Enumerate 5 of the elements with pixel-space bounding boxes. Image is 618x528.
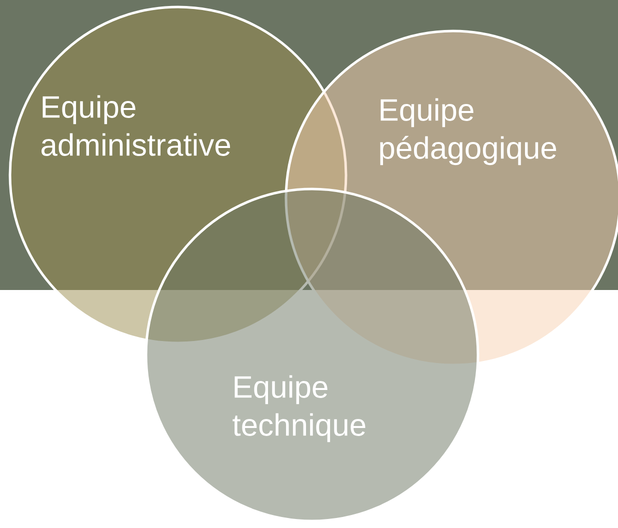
- venn-circle: [144, 188, 480, 522]
- venn-circle: [284, 30, 618, 366]
- circle-label: Equipe technique: [232, 375, 366, 442]
- circle-label: Equipe administrative: [42, 95, 230, 156]
- circle-label: Equipe pédagogique: [380, 98, 556, 166]
